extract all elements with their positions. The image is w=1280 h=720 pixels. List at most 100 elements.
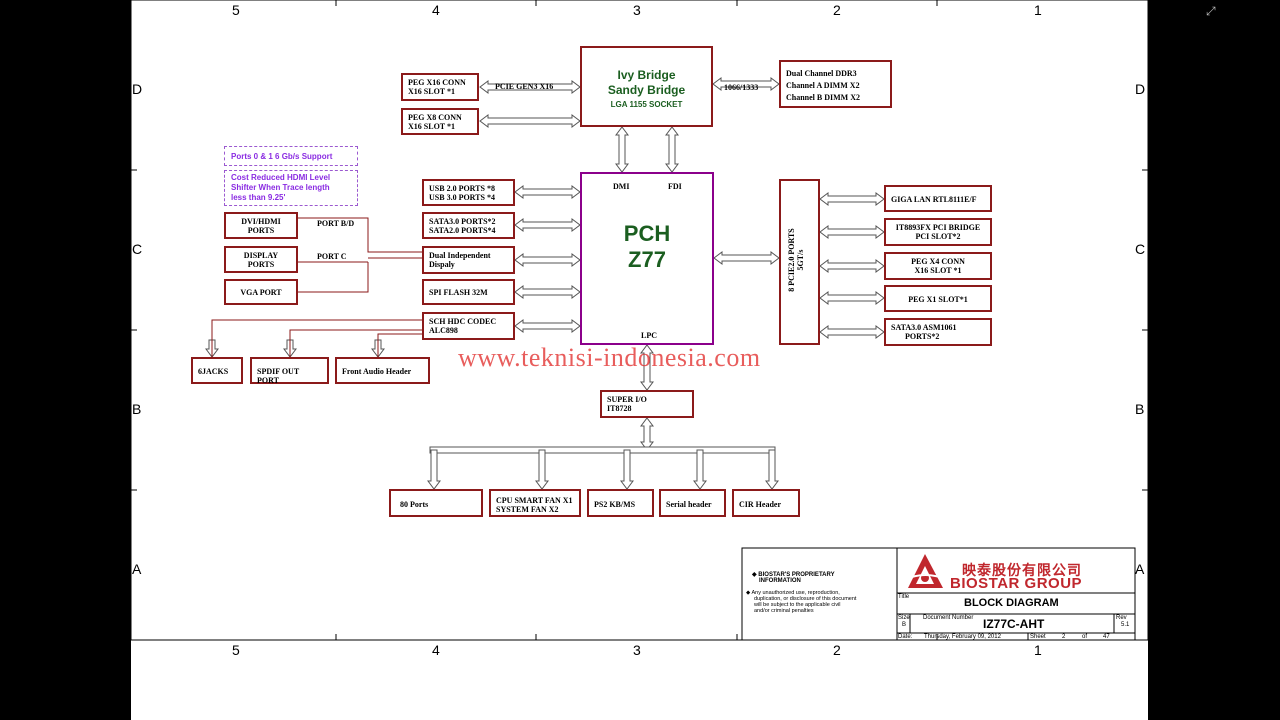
biostar-logo-icon bbox=[903, 554, 949, 588]
note-hdmi-line2: Shifter When Trace length bbox=[231, 183, 330, 192]
coord-top-4: 4 bbox=[432, 2, 440, 18]
lpc-drop-arrow-3 bbox=[693, 449, 707, 490]
ps2-box: PS2 KB/MS bbox=[587, 489, 654, 517]
coord-left-c: C bbox=[132, 241, 143, 257]
coord-right-a: A bbox=[1135, 561, 1145, 577]
lan-line1: GIGA LAN RTL8111E/F bbox=[891, 195, 977, 204]
dual-display-box: Dual Independent Dispaly bbox=[422, 246, 515, 274]
jacks-label: 6JACKS bbox=[198, 367, 229, 376]
coord-bottom-3: 3 bbox=[633, 642, 641, 658]
pci-bridge-box: IT8893FX PCI BRIDGE PCI SLOT*2 bbox=[884, 218, 992, 246]
sata-box: SATA3.0 PORTS*2 SATA2.0 PORTS*4 bbox=[422, 212, 515, 239]
giga-lan-box: GIGA LAN RTL8111E/F bbox=[884, 185, 992, 212]
p80-label: 80 Ports bbox=[400, 500, 429, 509]
peg-x8-box: PEG X8 CONN X16 SLOT *1 bbox=[401, 108, 479, 135]
pegx4-line1: PEG X4 CONN bbox=[911, 257, 965, 266]
coord-right-d: D bbox=[1135, 81, 1146, 97]
usb-line2: USB 3.0 PORTS *4 bbox=[429, 193, 495, 202]
sheet-value: 2 bbox=[1062, 634, 1066, 640]
pch-lpc-label: LPC bbox=[641, 331, 657, 340]
note-hdmi-shifter: Cost Reduced HDMI Level Shifter When Tra… bbox=[224, 170, 358, 206]
pch-model: Z77 bbox=[628, 247, 666, 272]
company-cn: 映泰股份有限公司 bbox=[962, 563, 1082, 579]
vga-wire bbox=[298, 262, 369, 293]
total-sheets: 47 bbox=[1103, 634, 1110, 640]
pegx4-line2: X16 SLOT *1 bbox=[914, 266, 962, 275]
dvi-line2: PORTS bbox=[247, 226, 275, 235]
size-label: Size bbox=[898, 615, 910, 621]
cir-header-box: CIR Header bbox=[732, 489, 800, 517]
warn-line4: and/or criminal penalties bbox=[754, 608, 814, 614]
spdif-label: SPDIF OUT PORT bbox=[257, 367, 300, 385]
port-bd-wire bbox=[298, 217, 422, 253]
vga-port-box: VGA PORT bbox=[224, 279, 298, 305]
docnum-label: Document Number bbox=[923, 615, 974, 621]
asm1061-box: SATA3.0 ASM1061 PORTS*2 bbox=[884, 318, 992, 346]
usb-line1: USB 2.0 PORTS *8 bbox=[429, 184, 495, 193]
dp-line1: DISPLAY bbox=[243, 251, 279, 260]
6jacks-box: 6JACKS bbox=[191, 357, 243, 384]
warn-line1: Any unauthorized use, reproduction, bbox=[751, 590, 840, 596]
it8893-line1: IT8893FX PCI BRIDGE bbox=[895, 223, 981, 232]
coord-bottom-5: 5 bbox=[232, 642, 240, 658]
dual-line1: Dual Independent bbox=[429, 251, 491, 260]
title-label: Title bbox=[898, 594, 910, 600]
asm-line1: SATA3.0 ASM1061 bbox=[891, 323, 957, 332]
sata-line2: SATA2.0 PORTS*4 bbox=[429, 226, 496, 235]
it8893-line2: PCI SLOT*2 bbox=[915, 232, 961, 241]
date-value: Thursday, February 09, 2012 bbox=[924, 634, 1001, 640]
note-hdmi-line3: less than 9.25' bbox=[231, 193, 286, 202]
cpu-socket: LGA 1155 SOCKET bbox=[610, 100, 683, 109]
asm-line2: PORTS*2 bbox=[905, 332, 940, 341]
pcie-gen3-label: PCIE GEN3 X16 bbox=[495, 82, 554, 91]
pch-fdi-label: FDI bbox=[668, 182, 682, 191]
prop-line2: INFORMATION bbox=[759, 578, 801, 584]
coord-bottom-4: 4 bbox=[432, 642, 440, 658]
sata-line1: SATA3.0 PORTS*2 bbox=[429, 217, 496, 226]
note-sata-text: Ports 0 & 1 6 Gb/s Support bbox=[231, 152, 333, 161]
peg-x8-line2: X16 SLOT *1 bbox=[408, 122, 455, 131]
display-ports-box: DISPLAY PORTS bbox=[224, 246, 298, 273]
cpu-line2: Sandy Bridge bbox=[607, 83, 686, 97]
peg-x16-line1: PEG X16 CONN bbox=[408, 78, 466, 87]
smart-fan-box: CPU SMART FAN X1 SYSTEM FAN X2 bbox=[489, 489, 581, 517]
front-audio-box: Front Audio Header bbox=[335, 357, 430, 384]
coord-top-3: 3 bbox=[633, 2, 641, 18]
expand-icon[interactable]: ⤢ bbox=[1206, 4, 1216, 18]
doc-title: BLOCK DIAGRAM bbox=[964, 597, 1059, 609]
bullet-icon-2: ◆ bbox=[746, 590, 752, 596]
tb-proprietary: ◆ BIOSTAR'S PROPRIETARY INFORMATION bbox=[752, 572, 835, 584]
pch-dmi-label: DMI bbox=[613, 182, 630, 191]
port-bd-label: PORT B/D bbox=[317, 219, 355, 228]
coord-top-1: 1 bbox=[1034, 2, 1042, 18]
ddr-line1: Dual Channel DDR3 bbox=[786, 69, 857, 78]
superio-line1: SUPER I/O bbox=[607, 395, 647, 404]
spi-line1: SPI FLASH 32M bbox=[429, 288, 488, 297]
prop-line1: BIOSTAR'S PROPRIETARY bbox=[758, 572, 835, 578]
peg-x16-box: PEG X16 CONN X16 SLOT *1 bbox=[401, 73, 479, 101]
coord-left-a: A bbox=[132, 561, 142, 577]
rev-label: Rev bbox=[1116, 615, 1127, 621]
ddr-line3: Channel B DIMM X2 bbox=[786, 93, 861, 102]
sch-line2: ALC898 bbox=[429, 326, 458, 335]
serial-header-box: Serial header bbox=[659, 489, 726, 517]
coord-right-c: C bbox=[1135, 241, 1146, 257]
coord-bottom-1: 1 bbox=[1034, 642, 1042, 658]
rev-value: 5.1 bbox=[1121, 622, 1130, 628]
peg-x1-box: PEG X1 SLOT*1 bbox=[884, 285, 992, 312]
vga-line1: VGA PORT bbox=[240, 288, 282, 297]
lpc-drop-arrow-4 bbox=[765, 449, 779, 490]
superio-line2: IT8728 bbox=[607, 404, 632, 413]
front-audio-label: Front Audio Header bbox=[342, 367, 412, 376]
pch-box: DMI FDI PCH Z77 LPC bbox=[580, 172, 714, 345]
80-ports-box: 80 Ports bbox=[389, 489, 483, 517]
pch-title: PCH bbox=[623, 221, 671, 246]
cpu-box: Ivy Bridge Sandy Bridge LGA 1155 SOCKET bbox=[580, 46, 713, 127]
pegx1-line1: PEG X1 SLOT*1 bbox=[908, 295, 968, 304]
ps2-label: PS2 KB/MS bbox=[594, 500, 636, 509]
lpc-drop-arrow-2 bbox=[620, 449, 634, 490]
cpu-line1: Ivy Bridge bbox=[617, 68, 676, 82]
dvi-line1: DVI/HDMI bbox=[241, 217, 281, 226]
serial-label: Serial header bbox=[666, 500, 712, 509]
peg-x4-box: PEG X4 CONN X16 SLOT *1 bbox=[884, 252, 992, 280]
